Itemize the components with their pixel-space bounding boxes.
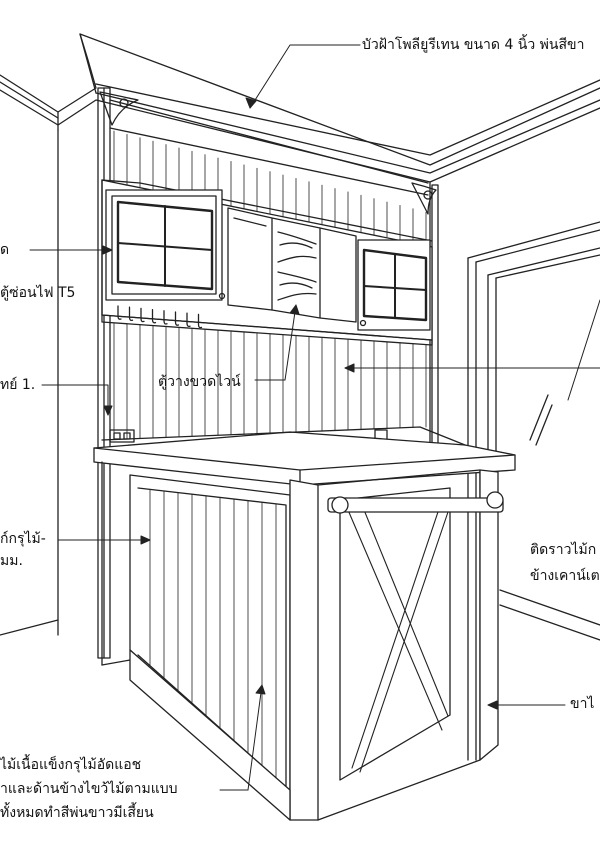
leader-lines [29, 44, 600, 791]
counter-body [101, 461, 504, 821]
body-label-line2: าและด้านข้างไขว้ไม้ตามแบบ [0, 781, 178, 797]
rail-label-line1: ติดราวไม้ก [530, 542, 597, 558]
item-1-label: ทย์ 1. [0, 377, 36, 393]
ceiling-cornice [0, 33, 600, 183]
beadboard-panel [113, 130, 427, 440]
hook [151, 308, 157, 324]
corner-brackets [99, 91, 437, 215]
upper-cabinet [101, 179, 433, 346]
front-slats [149, 488, 277, 779]
glass-cabinet-label: ด [0, 242, 10, 258]
cornice-label: บัวฝ้าโพลียูรีเทน ขนาด 4 นิ้ว พ่นสีขา [362, 37, 585, 53]
hook [117, 305, 122, 320]
hook [128, 306, 134, 322]
hook [186, 312, 191, 328]
hook [197, 313, 203, 329]
leg-label: ขาไ [570, 696, 595, 712]
wine-rack-label: ตู้วางขวดไวน์ [158, 374, 241, 390]
side-panel-label-line1: ก์กรุไม้- [0, 531, 46, 547]
rail-label-line2: ข้างเคาน์เต [530, 568, 600, 584]
side-panel-label-line2: มม. [0, 553, 23, 569]
hook [140, 307, 145, 323]
lighting-label: ตู้ซ่อนไฟ T5 [0, 285, 76, 301]
countertop [93, 426, 516, 486]
hook [163, 310, 168, 325]
body-label-line1: ไม้เนื้อแข็งกรุไม้อัดแอช [0, 757, 142, 773]
body-label-line3: ทั้งหมดทำสีพ่นขาวมีเสี้ยน [0, 805, 154, 821]
hook [174, 311, 180, 326]
cup-hooks [117, 305, 203, 329]
